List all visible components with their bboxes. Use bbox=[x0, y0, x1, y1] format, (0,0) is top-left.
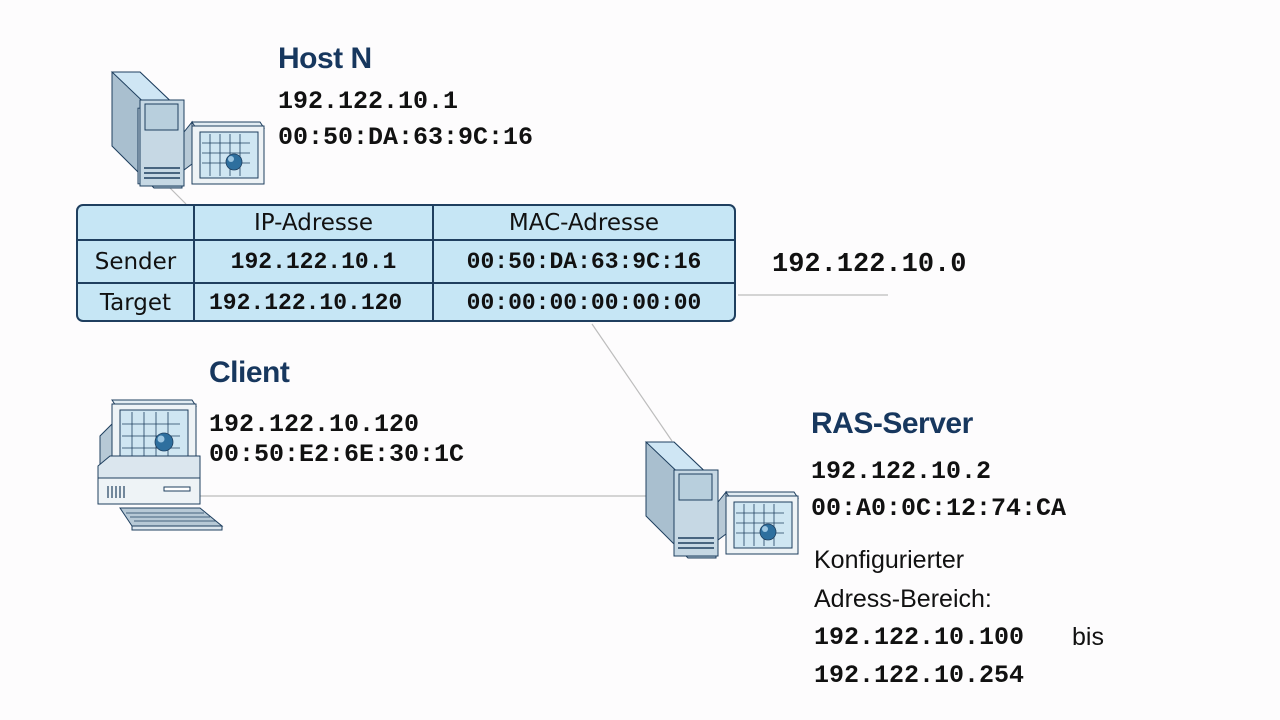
arp-request-table: IP-Adresse MAC-Adresse Sender 192.122.10… bbox=[76, 204, 736, 322]
link-hostn-to-table bbox=[167, 185, 187, 205]
network-address: 192.122.10.0 bbox=[772, 250, 967, 280]
ras-server-title: RAS-Server bbox=[811, 407, 973, 440]
arp-header-empty bbox=[78, 206, 195, 239]
link-table-to-ras bbox=[591, 323, 673, 442]
arp-header-mac: MAC-Adresse bbox=[508, 209, 660, 236]
host-n-server-icon bbox=[110, 71, 265, 189]
arp-row-label: Target bbox=[78, 284, 195, 320]
client-desktop-icon bbox=[97, 399, 224, 531]
arp-table-row-target: Target 192.122.10.120 00:00:00:00:00:00 bbox=[78, 284, 734, 320]
address-range-label-line2: Adress-Bereich: bbox=[814, 585, 992, 613]
arp-sender-ip: 192.122.10.1 bbox=[195, 241, 434, 282]
arp-sender-mac: 00:50:DA:63:9C:16 bbox=[466, 248, 702, 275]
client-ip: 192.122.10.120 bbox=[209, 410, 420, 439]
address-range-connector: bis bbox=[1072, 623, 1104, 651]
address-range-label-line1: Konfigurierter bbox=[814, 546, 965, 574]
host-n-ip: 192.122.10.1 bbox=[278, 87, 459, 116]
arp-target-ip: 192.122.10.120 bbox=[195, 284, 434, 320]
ras-server-icon bbox=[644, 441, 799, 559]
arp-header-ip: IP-Adresse bbox=[195, 206, 434, 239]
client-mac: 00:50:E2:6E:30:1C bbox=[209, 440, 465, 469]
arp-target-mac: 00:00:00:00:00:00 bbox=[466, 290, 702, 316]
client-title: Client bbox=[209, 356, 290, 389]
arp-row-label: Sender bbox=[78, 241, 195, 282]
address-range-start: 192.122.10.100 bbox=[814, 623, 1025, 652]
arp-table-header-row: IP-Adresse MAC-Adresse bbox=[78, 206, 734, 241]
ras-server-ip: 192.122.10.2 bbox=[811, 457, 992, 486]
host-n-title: Host N bbox=[278, 42, 372, 75]
arp-table-row-sender: Sender 192.122.10.1 00:50:DA:63:9C:16 bbox=[78, 241, 734, 284]
ras-server-mac: 00:A0:0C:12:74:CA bbox=[811, 494, 1067, 523]
address-range-end: 192.122.10.254 bbox=[814, 661, 1025, 690]
host-n-mac: 00:50:DA:63:9C:16 bbox=[278, 123, 534, 152]
